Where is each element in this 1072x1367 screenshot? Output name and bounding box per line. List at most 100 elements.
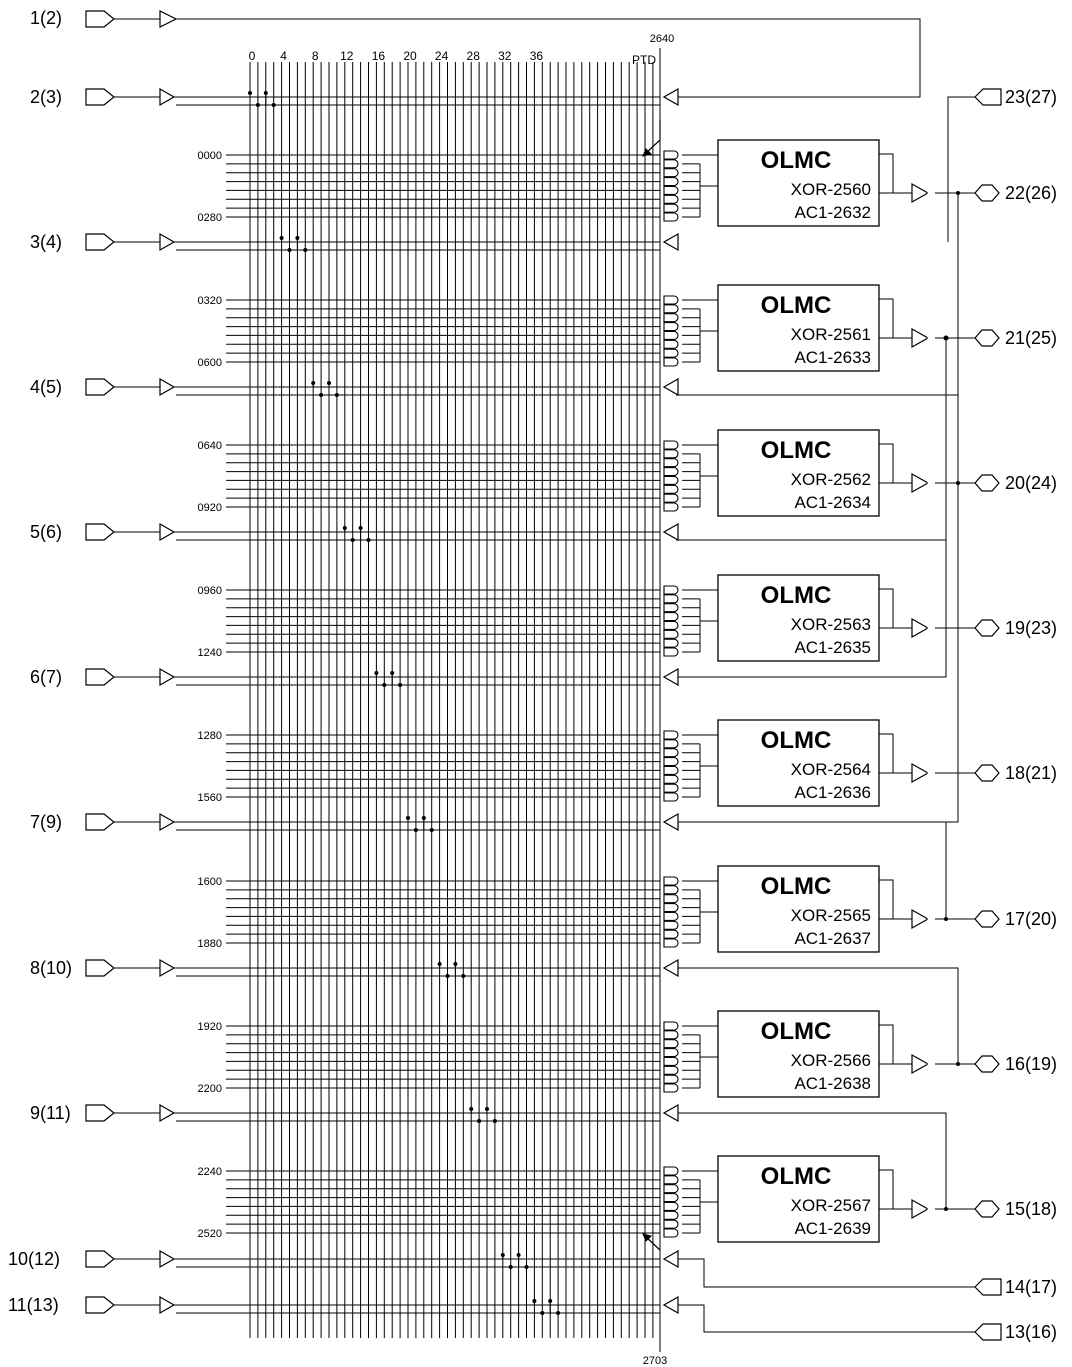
pin-label: 5(6) — [30, 522, 62, 542]
and-gate — [663, 757, 679, 767]
output-pin — [974, 764, 1000, 782]
and-gate — [663, 1030, 679, 1040]
input-buffer — [159, 1103, 176, 1123]
and-gate — [663, 748, 679, 758]
and-gate — [663, 1065, 679, 1075]
and-gate — [663, 620, 679, 630]
fuse-address-bottom: 2703 — [643, 1355, 667, 1367]
olmc-xor-fuse: XOR-2561 — [791, 325, 871, 344]
pin-label: 8(10) — [30, 958, 72, 978]
and-gate — [663, 1210, 679, 1220]
row-address: 1240 — [198, 647, 222, 659]
and-gate — [663, 792, 679, 802]
and-gate — [663, 357, 679, 367]
and-gate — [663, 929, 679, 939]
feedback-wire — [676, 1112, 947, 1209]
and-gate — [663, 885, 679, 895]
junction-dot — [271, 103, 276, 107]
input-pin — [85, 523, 115, 541]
junction-dot — [492, 1119, 497, 1123]
complement-bubble — [664, 826, 672, 834]
column-number: 8 — [312, 49, 319, 63]
and-gate — [663, 458, 679, 468]
olmc-block — [717, 429, 880, 517]
input-pin — [85, 1104, 115, 1122]
inverter-bubble — [927, 1205, 935, 1213]
olmc-title: OLMC — [761, 1163, 832, 1190]
wire — [676, 1304, 975, 1333]
arrow-head — [642, 1233, 652, 1242]
junction-dot — [508, 1265, 513, 1269]
and-gate — [663, 295, 679, 305]
junction-dot — [319, 393, 324, 397]
row-address: 1600 — [198, 876, 222, 888]
olmc-xor-fuse: XOR-2566 — [791, 1051, 871, 1070]
wire — [879, 443, 894, 483]
output-pin — [974, 910, 1000, 928]
olmc-block — [717, 574, 880, 662]
junction-dot — [540, 1311, 545, 1315]
column-number: 20 — [403, 49, 417, 63]
input-buffer — [159, 812, 176, 832]
and-gate — [663, 647, 679, 657]
and-gate — [663, 1039, 679, 1049]
complement-bubble — [168, 972, 176, 980]
olmc-xor-fuse: XOR-2565 — [791, 906, 871, 925]
and-gate — [663, 730, 679, 740]
and-gate — [663, 449, 679, 459]
wire — [879, 733, 894, 773]
olmc-block — [717, 139, 880, 227]
and-gate — [663, 1175, 679, 1185]
fuse-matrix — [226, 48, 661, 1352]
complement-bubble — [664, 1309, 672, 1317]
complement-bubble — [664, 1117, 672, 1125]
feedback-wire — [676, 967, 959, 1064]
row-address: 2200 — [198, 1083, 222, 1095]
output-buffer — [911, 472, 930, 494]
olmc-xor-fuse: XOR-2564 — [791, 760, 871, 779]
pin-label: 20(24) — [1005, 473, 1057, 493]
row-address: 0960 — [198, 585, 222, 597]
output-pin — [974, 619, 1000, 637]
and-gate — [663, 212, 679, 222]
complement-bubble — [664, 1263, 672, 1271]
input-buffer — [159, 1249, 176, 1269]
output-buffer — [911, 908, 930, 930]
complement-bubble — [664, 391, 672, 399]
and-gate — [663, 493, 679, 503]
complement-bubble — [168, 246, 176, 254]
complement-bubble — [664, 972, 672, 980]
olmc-ac1-fuse: AC1-2638 — [794, 1074, 871, 1093]
and-gate — [663, 903, 679, 913]
junction-dot — [461, 974, 466, 978]
and-gate — [663, 603, 679, 613]
feedback-buffer — [662, 232, 679, 252]
input-pin — [85, 88, 115, 106]
junction-dot — [413, 828, 418, 832]
row-address: 1880 — [198, 938, 222, 950]
and-gate — [663, 938, 679, 948]
olmc-ac1-fuse: AC1-2639 — [794, 1219, 871, 1238]
output-pin — [974, 329, 1000, 347]
olmc-block — [717, 1010, 880, 1098]
row-address: 0280 — [198, 212, 222, 224]
complement-bubble — [168, 536, 176, 544]
inverter-bubble — [927, 769, 935, 777]
and-gate — [663, 1193, 679, 1203]
wire — [879, 588, 894, 628]
and-gate — [663, 1056, 679, 1066]
io-pin-23 — [974, 88, 1002, 106]
and-gate — [663, 440, 679, 450]
junction-dot — [303, 248, 308, 252]
input-pin — [85, 378, 115, 396]
clock-buffer — [159, 10, 178, 28]
and-gate — [663, 194, 679, 204]
complement-bubble — [168, 1117, 176, 1125]
row-address: 1280 — [198, 730, 222, 742]
olmc-block — [717, 865, 880, 953]
pin-label: 22(26) — [1005, 183, 1057, 203]
inverter-bubble — [927, 915, 935, 923]
junction-dot — [382, 683, 387, 687]
junction-dot — [287, 248, 292, 252]
olmc-title: OLMC — [761, 582, 832, 609]
